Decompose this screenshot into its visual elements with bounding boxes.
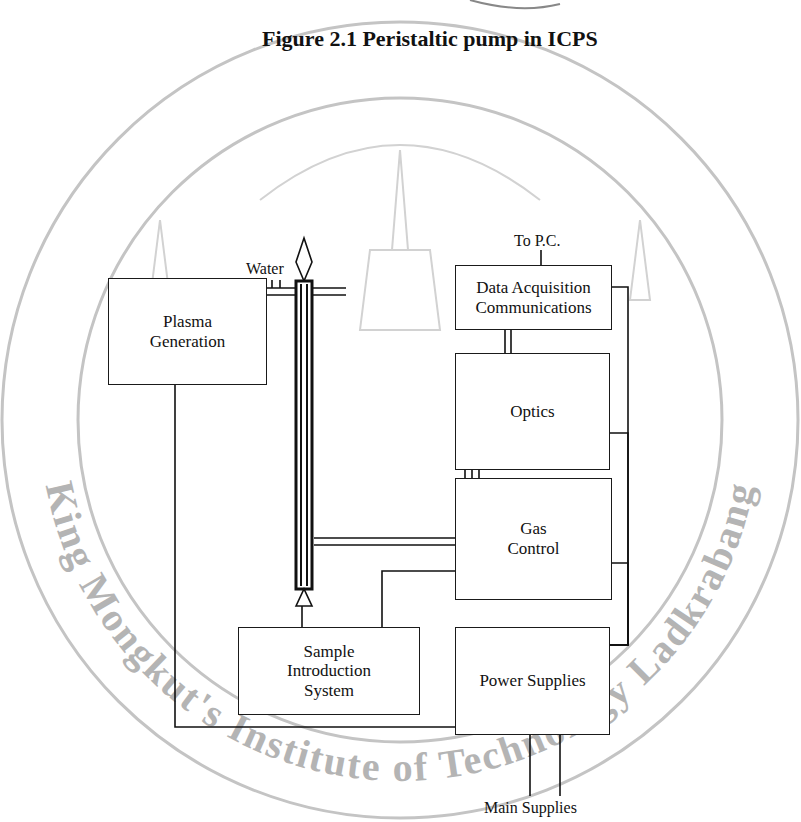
- connector-line: [175, 385, 455, 727]
- data-box: Data Acquisition Communications: [455, 265, 612, 330]
- pc-lead: [540, 250, 542, 265]
- emblem-spire: [392, 150, 408, 250]
- connector-line: [465, 470, 479, 478]
- connector-line: [382, 571, 455, 627]
- connector-line: [610, 563, 628, 645]
- watermark-text: King Mongkut's Institute of Technology L…: [37, 477, 764, 790]
- figure-title: Figure 2.1 Peristaltic pump in ICPS: [262, 26, 598, 52]
- torch-inner: [306, 284, 308, 586]
- scan-remnant: [470, 0, 560, 8]
- power-box: Power Supplies: [455, 627, 610, 735]
- box-label: Gas Control: [496, 519, 571, 558]
- water-lead: [279, 280, 281, 288]
- box-label: Optics: [510, 402, 554, 422]
- connector-line: [610, 433, 628, 645]
- emblem-rays: [260, 145, 540, 200]
- mains-lead: [559, 735, 561, 796]
- emblem-temple: [360, 250, 440, 330]
- plasma-flame: [296, 238, 312, 281]
- box-label: Data Acquisition Communications: [466, 278, 601, 317]
- mains-lead: [529, 735, 531, 796]
- box-label: Plasma Generation: [144, 312, 231, 351]
- connector-line: [505, 330, 511, 353]
- connector-line: [610, 287, 628, 645]
- watermark-ring: [2, 22, 798, 818]
- box-label: Power Supplies: [479, 671, 585, 691]
- nebulizer-nozzle: [296, 589, 312, 606]
- torch-tube: [296, 281, 312, 589]
- gas-line: [314, 537, 455, 539]
- torch-inner: [300, 284, 302, 586]
- gas-box: Gas Control: [455, 478, 612, 600]
- signal-label: To P.C.: [514, 232, 560, 250]
- mains-label: Main Supplies: [484, 799, 577, 817]
- water-lead: [271, 280, 273, 288]
- box-label: Sample Introduction System: [279, 642, 379, 701]
- optics-box: Optics: [455, 353, 610, 470]
- sample-box: Sample Introduction System: [238, 627, 420, 715]
- watermark-ring: [78, 98, 722, 742]
- plasma-box: Plasma Generation: [108, 278, 267, 385]
- sample-feed: [301, 606, 303, 627]
- gas-line: [314, 544, 455, 546]
- watermark-text: King Mongkut's Institute of Technology L…: [37, 477, 764, 790]
- water-label: Water: [246, 260, 284, 278]
